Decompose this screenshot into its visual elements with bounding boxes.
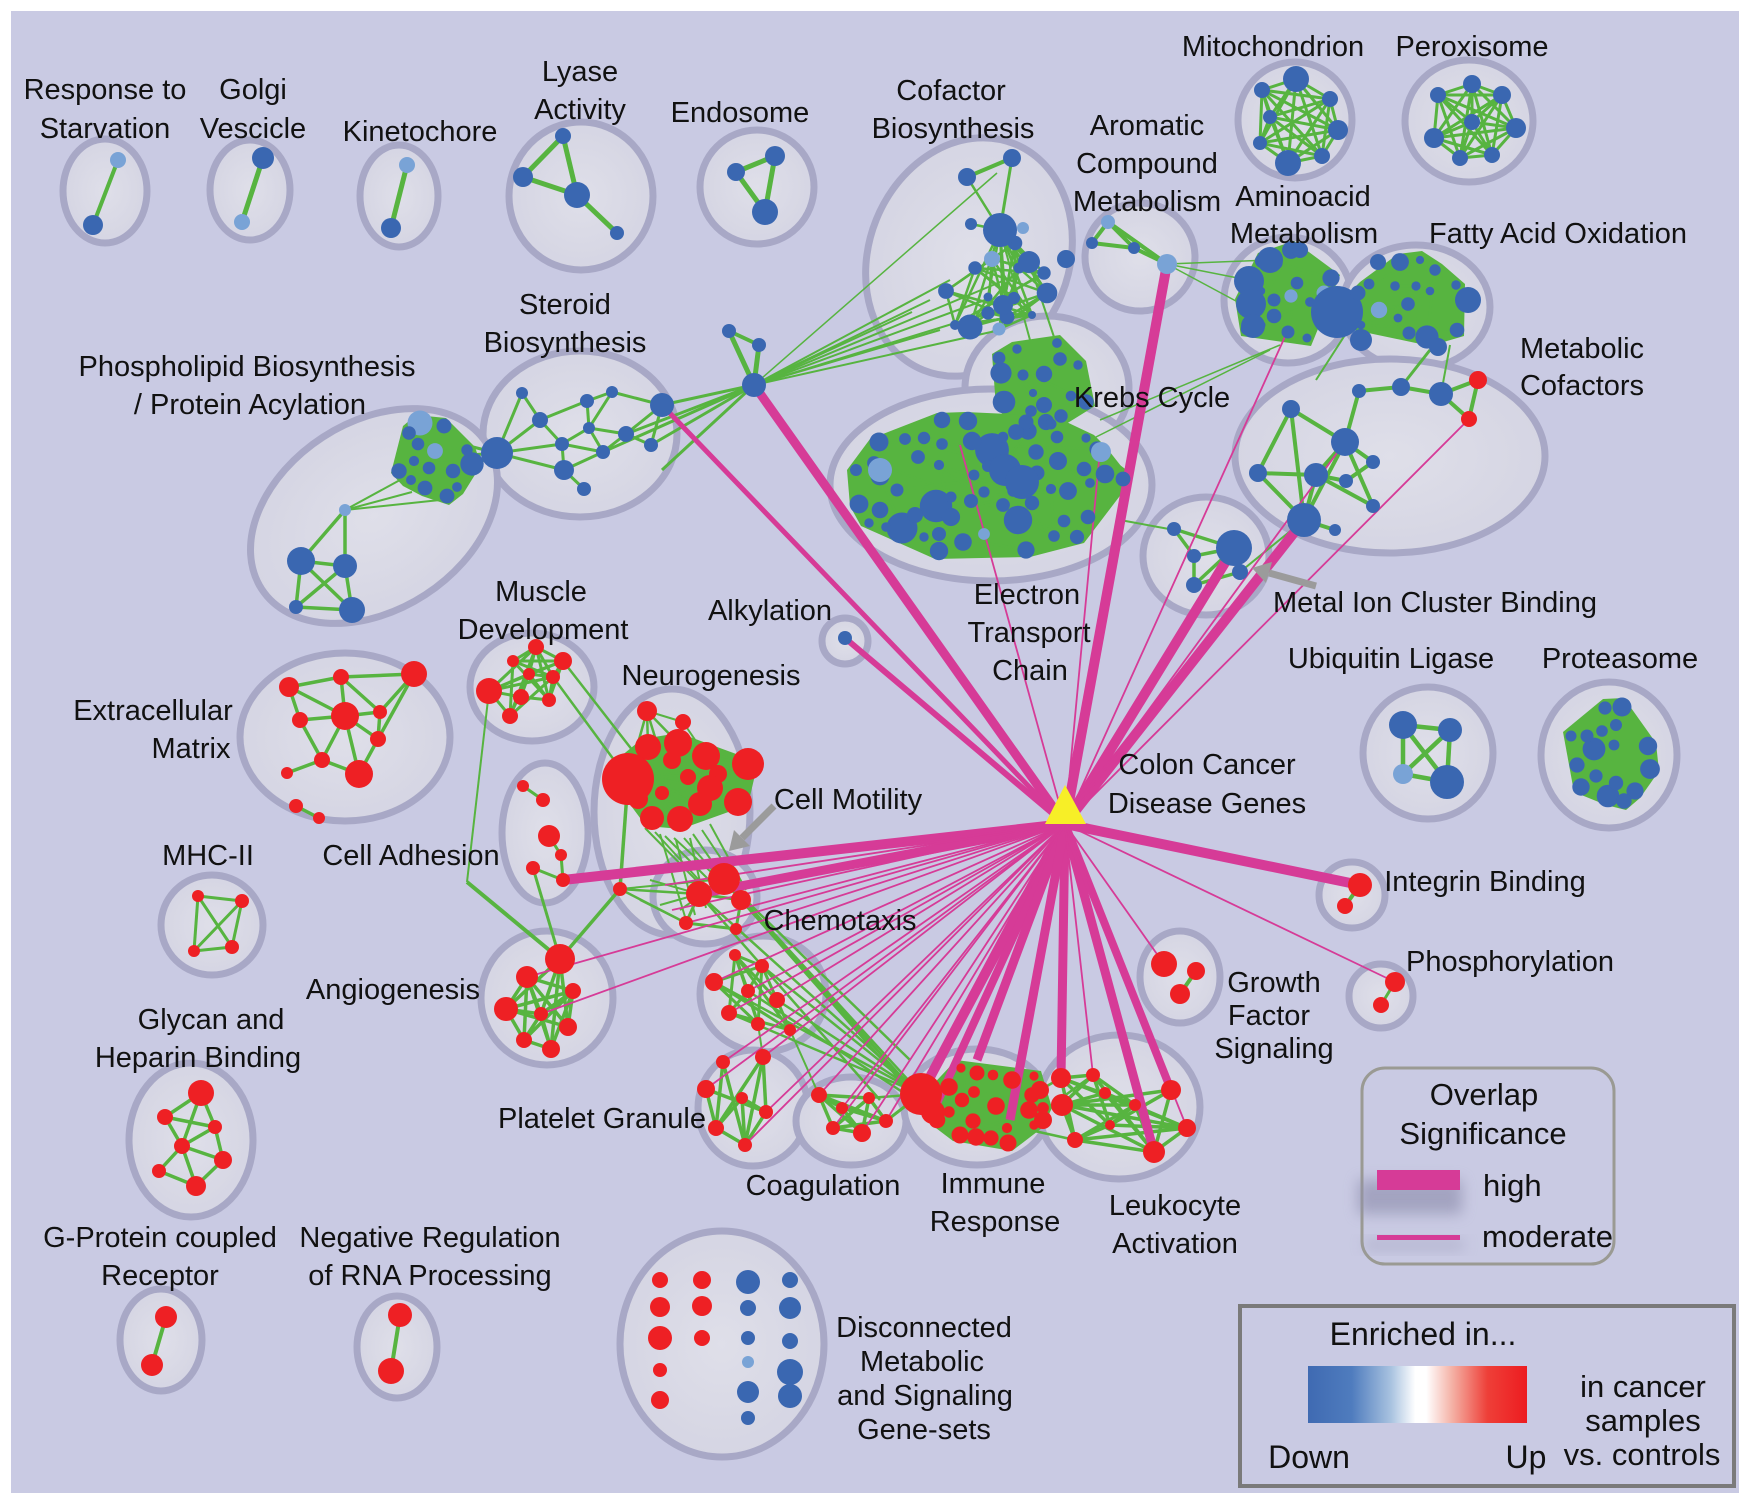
svg-text:Phosphorylation: Phosphorylation xyxy=(1406,946,1614,978)
svg-text:moderate: moderate xyxy=(1482,1219,1613,1254)
svg-text:Golgi: Golgi xyxy=(219,74,287,106)
svg-text:Electron: Electron xyxy=(974,579,1080,611)
svg-text:Phospholipid Biosynthesis: Phospholipid Biosynthesis xyxy=(79,351,416,383)
svg-text:Colon Cancer: Colon Cancer xyxy=(1118,749,1296,781)
svg-text:Metabolism: Metabolism xyxy=(1073,186,1221,218)
svg-text:Extracellular: Extracellular xyxy=(73,695,233,727)
svg-text:Metabolism: Metabolism xyxy=(1230,218,1378,250)
svg-text:Cell Motility: Cell Motility xyxy=(774,784,923,816)
svg-text:Coagulation: Coagulation xyxy=(746,1170,901,1202)
svg-text:Gene-sets: Gene-sets xyxy=(857,1414,991,1446)
svg-text:Leukocyte: Leukocyte xyxy=(1109,1190,1241,1222)
svg-text:Chain: Chain xyxy=(992,655,1068,687)
svg-text:Receptor: Receptor xyxy=(101,1260,219,1292)
svg-text:Enriched in...: Enriched in... xyxy=(1330,1316,1517,1352)
svg-text:/ Protein Acylation: / Protein Acylation xyxy=(134,389,366,421)
svg-text:Compound: Compound xyxy=(1076,148,1218,180)
svg-text:Factor: Factor xyxy=(1228,1000,1311,1032)
svg-text:Starvation: Starvation xyxy=(40,113,171,145)
svg-text:Negative Regulation: Negative Regulation xyxy=(299,1222,560,1254)
svg-text:Aromatic: Aromatic xyxy=(1090,110,1204,142)
svg-text:Mitochondrion: Mitochondrion xyxy=(1182,31,1364,63)
svg-text:Steroid: Steroid xyxy=(519,289,611,321)
svg-text:MHC-II: MHC-II xyxy=(162,840,254,872)
svg-text:Aminoacid: Aminoacid xyxy=(1235,181,1370,213)
svg-text:Peroxisome: Peroxisome xyxy=(1395,31,1548,63)
svg-text:Ubiquitin Ligase: Ubiquitin Ligase xyxy=(1288,643,1494,675)
svg-text:Alkylation: Alkylation xyxy=(708,595,832,627)
svg-text:and Signaling: and Signaling xyxy=(837,1380,1013,1412)
svg-text:Lyase: Lyase xyxy=(542,56,618,88)
svg-text:Activation: Activation xyxy=(1112,1228,1238,1260)
svg-text:Heparin Binding: Heparin Binding xyxy=(95,1042,301,1074)
svg-text:Chemotaxis: Chemotaxis xyxy=(763,905,916,937)
svg-text:Development: Development xyxy=(458,614,629,646)
svg-text:Glycan and: Glycan and xyxy=(138,1004,285,1036)
svg-text:Activity: Activity xyxy=(534,94,626,126)
svg-text:in cancer: in cancer xyxy=(1580,1369,1706,1404)
svg-text:samples: samples xyxy=(1585,1403,1700,1438)
svg-text:Muscle: Muscle xyxy=(495,576,587,608)
svg-text:Cofactors: Cofactors xyxy=(1520,370,1644,402)
svg-text:Kinetochore: Kinetochore xyxy=(343,116,498,148)
svg-text:G-Protein coupled: G-Protein coupled xyxy=(43,1222,277,1254)
svg-text:Krebs Cycle: Krebs Cycle xyxy=(1074,382,1230,414)
svg-text:Signaling: Signaling xyxy=(1214,1033,1333,1065)
svg-text:Growth: Growth xyxy=(1227,967,1320,999)
svg-text:Biosynthesis: Biosynthesis xyxy=(484,327,647,359)
svg-text:Response to: Response to xyxy=(24,74,187,106)
svg-text:Response: Response xyxy=(930,1206,1061,1238)
svg-text:Down: Down xyxy=(1268,1439,1350,1475)
svg-text:Integrin Binding: Integrin Binding xyxy=(1384,866,1586,898)
svg-text:Cell Adhesion: Cell Adhesion xyxy=(322,840,499,872)
svg-text:Vescicle: Vescicle xyxy=(200,113,306,145)
svg-text:high: high xyxy=(1483,1168,1542,1203)
svg-text:Metal Ion Cluster Binding: Metal Ion Cluster Binding xyxy=(1273,587,1597,619)
svg-text:Up: Up xyxy=(1506,1439,1547,1475)
svg-text:Disconnected: Disconnected xyxy=(836,1312,1012,1344)
svg-text:vs. controls: vs. controls xyxy=(1564,1437,1721,1472)
svg-text:Immune: Immune xyxy=(941,1168,1046,1200)
svg-text:Matrix: Matrix xyxy=(152,733,231,765)
svg-text:Overlap: Overlap xyxy=(1430,1077,1539,1112)
svg-text:Proteasome: Proteasome xyxy=(1542,643,1698,675)
svg-text:Endosome: Endosome xyxy=(671,97,810,129)
svg-text:Neurogenesis: Neurogenesis xyxy=(622,660,801,692)
svg-text:Biosynthesis: Biosynthesis xyxy=(872,113,1035,145)
svg-text:Cofactor: Cofactor xyxy=(896,75,1006,107)
svg-text:Significance: Significance xyxy=(1399,1116,1566,1151)
svg-text:Metabolic: Metabolic xyxy=(1520,333,1644,365)
svg-text:Angiogenesis: Angiogenesis xyxy=(306,974,480,1006)
svg-text:Transport: Transport xyxy=(967,617,1090,649)
svg-text:of RNA Processing: of RNA Processing xyxy=(308,1260,551,1292)
svg-text:Metabolic: Metabolic xyxy=(860,1346,984,1378)
svg-text:Fatty Acid Oxidation: Fatty Acid Oxidation xyxy=(1429,218,1687,250)
svg-text:Disease Genes: Disease Genes xyxy=(1108,788,1306,820)
svg-text:Platelet Granule: Platelet Granule xyxy=(498,1103,706,1135)
